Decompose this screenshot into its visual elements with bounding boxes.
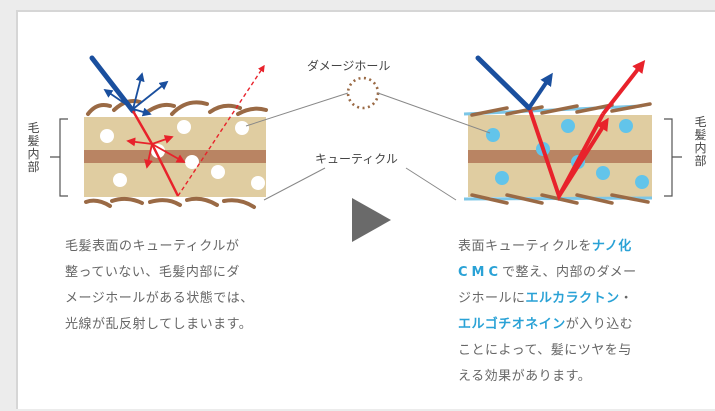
hair-inner-label-left: 毛髪内部 [27, 121, 40, 174]
cuticle-label: キューティクル [315, 152, 398, 166]
damaged-hair-cross-section [84, 99, 268, 209]
damage-hole-callout-icon [346, 76, 380, 110]
damaged-light-rays [89, 55, 265, 197]
hair-inner-bracket-left [50, 118, 68, 197]
hair-inner-label-right: 毛髪内部 [694, 115, 707, 168]
hair-inner-bracket-right [664, 118, 682, 197]
repaired-light-rays [475, 55, 646, 202]
transition-arrow-icon [352, 198, 391, 242]
damage-hole-label: ダメージホール [307, 59, 391, 73]
repaired-hair-cross-section [463, 102, 653, 205]
repaired-description: 表面キューティクルをナノ化 CMCで整え、内部のダメー ジホールにエルカラクトン… [458, 239, 637, 384]
damaged-description: 毛髪表面のキューティクルが 整っていない、毛髪内部にダ メージホールがある状態で… [65, 239, 254, 332]
comparison-panel: ダメージホール キューティクル 毛髪内部 毛髪内部 毛髪表面のキューティクルが … [16, 10, 715, 409]
hair-diagram [50, 55, 682, 242]
